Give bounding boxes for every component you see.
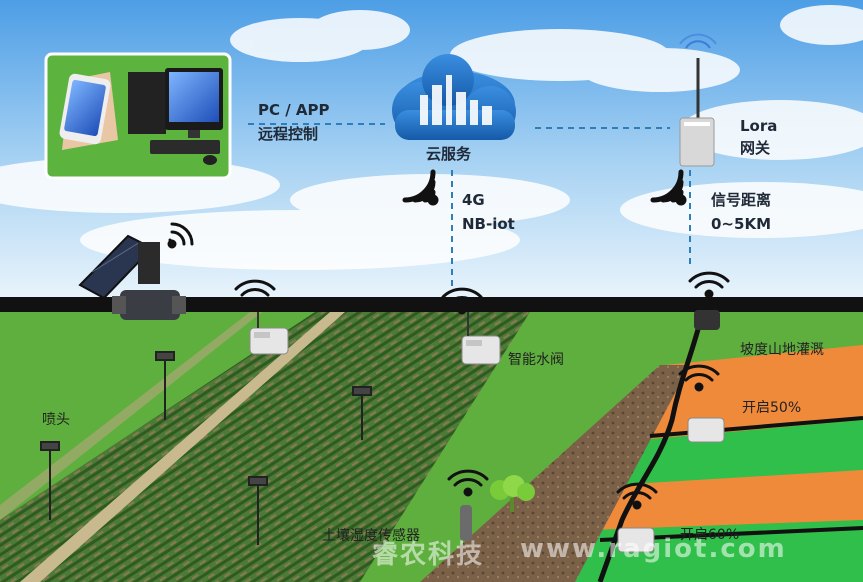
sensor-label: 土壤湿度传感器 (322, 528, 420, 544)
sprinkler-icon (352, 386, 372, 440)
wifi-icon (441, 287, 483, 315)
terrace-orange-top (640, 345, 863, 440)
slope-pipe (597, 321, 703, 582)
crop-field-path (0, 312, 262, 520)
pipe-joint-icon (694, 310, 720, 330)
network-label-line2: NB-iot (462, 215, 515, 233)
cloud-service-icon (392, 54, 516, 140)
crop-field (0, 312, 530, 582)
wifi-signal-icon (650, 169, 687, 206)
gateway-label-line2: 网关 (740, 139, 771, 157)
sprinkler-icon (155, 351, 175, 420)
range-label-line2: 0~5KM (711, 215, 771, 233)
wifi-icon (447, 469, 489, 497)
soil-moisture-sensor-icon (460, 505, 472, 541)
main-pipe (0, 297, 863, 312)
wifi-icon (167, 222, 194, 249)
gateway-label-line1: Lora (740, 117, 778, 135)
range-label-line1: 信号距离 (711, 191, 772, 209)
watermark-cn: 睿农科技 (372, 540, 485, 570)
crop-field-path (20, 312, 345, 582)
smart-valve-icon (687, 417, 725, 443)
open-bottom-label: 开启60% (680, 527, 740, 543)
watermark-url: www.ragiot.com (520, 534, 787, 564)
cloud-label: 云服务 (426, 145, 472, 163)
smart-valve-icon (249, 312, 289, 355)
control-label-line1: PC / APP (258, 101, 330, 119)
lora-gateway-icon (679, 33, 717, 167)
wifi-icon (616, 482, 658, 510)
open-top-label: 开启50% (742, 400, 802, 416)
soil-slope (420, 365, 690, 582)
wifi-icon (688, 271, 730, 299)
network-label-line1: 4G (462, 191, 485, 209)
wifi-signal-icon (402, 169, 439, 206)
terrace-green-top (615, 420, 863, 485)
lettuce-icon (490, 475, 535, 512)
terrace-orange-bottom (590, 470, 863, 530)
smart-valve-icon (461, 312, 501, 365)
solar-valve-controller (78, 234, 186, 320)
slope-label: 坡度山地灌溉 (740, 342, 824, 358)
terrace-pipe (649, 416, 863, 438)
valve-label: 智能水阀 (508, 352, 564, 368)
sprinkler-label: 喷头 (42, 412, 70, 428)
smart-valve-icon (617, 527, 655, 553)
wifi-icon (234, 279, 276, 307)
control-label-line2: 远程控制 (258, 125, 319, 143)
sprinkler-icon (248, 476, 268, 545)
wifi-icon (678, 364, 720, 392)
control-panel-image (44, 52, 232, 180)
sprinkler-icon (40, 441, 60, 520)
